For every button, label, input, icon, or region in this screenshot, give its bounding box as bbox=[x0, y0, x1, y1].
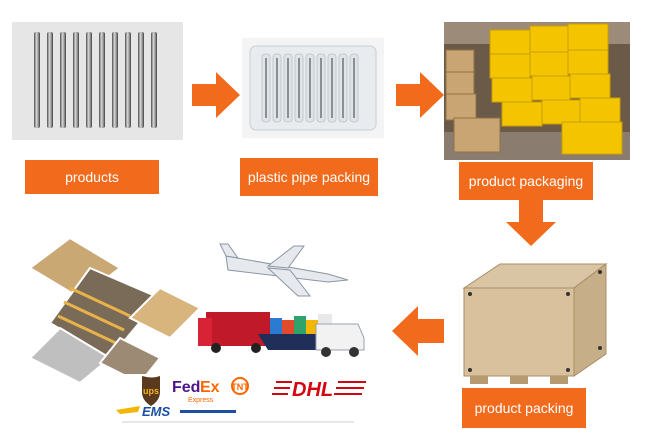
fedex-logo: Fed Ex Express bbox=[172, 379, 220, 404]
svg-text:DHL: DHL bbox=[292, 379, 333, 401]
svg-text:EMS: EMS bbox=[142, 404, 171, 419]
arrow-down-icon bbox=[506, 198, 556, 246]
tnt-logo: TNT bbox=[231, 377, 249, 395]
arrow-right-icon bbox=[192, 72, 240, 118]
ems-logo: EMS bbox=[116, 404, 354, 423]
plastic-pipe-packing-photo bbox=[242, 38, 384, 138]
plastic-pipe-packing-label: plastic pipe packing bbox=[240, 158, 378, 196]
wooden-crate-photo bbox=[456, 258, 611, 386]
arrow-left-icon bbox=[392, 306, 444, 356]
ups-logo: ups bbox=[142, 376, 160, 406]
transport-collage bbox=[198, 236, 366, 362]
svg-text:Fed: Fed bbox=[172, 379, 200, 396]
products-label: products bbox=[25, 160, 159, 194]
warehouse-collage bbox=[20, 228, 210, 388]
svg-text:Express: Express bbox=[188, 397, 214, 404]
carrier-logos: ups Fed Ex Express TNT DHL bbox=[116, 374, 378, 426]
products-photo bbox=[12, 22, 183, 140]
svg-text:ups: ups bbox=[143, 386, 159, 396]
dhl-logo: DHL bbox=[272, 379, 366, 401]
arrow-right-icon bbox=[396, 72, 444, 118]
svg-text:Ex: Ex bbox=[200, 379, 220, 396]
product-packing-label: product packing bbox=[462, 388, 586, 428]
cropped-heading bbox=[0, 0, 290, 6]
product-packaging-photo bbox=[444, 22, 630, 160]
svg-text:TNT: TNT bbox=[231, 382, 249, 392]
product-packaging-label: product packaging bbox=[459, 162, 593, 200]
